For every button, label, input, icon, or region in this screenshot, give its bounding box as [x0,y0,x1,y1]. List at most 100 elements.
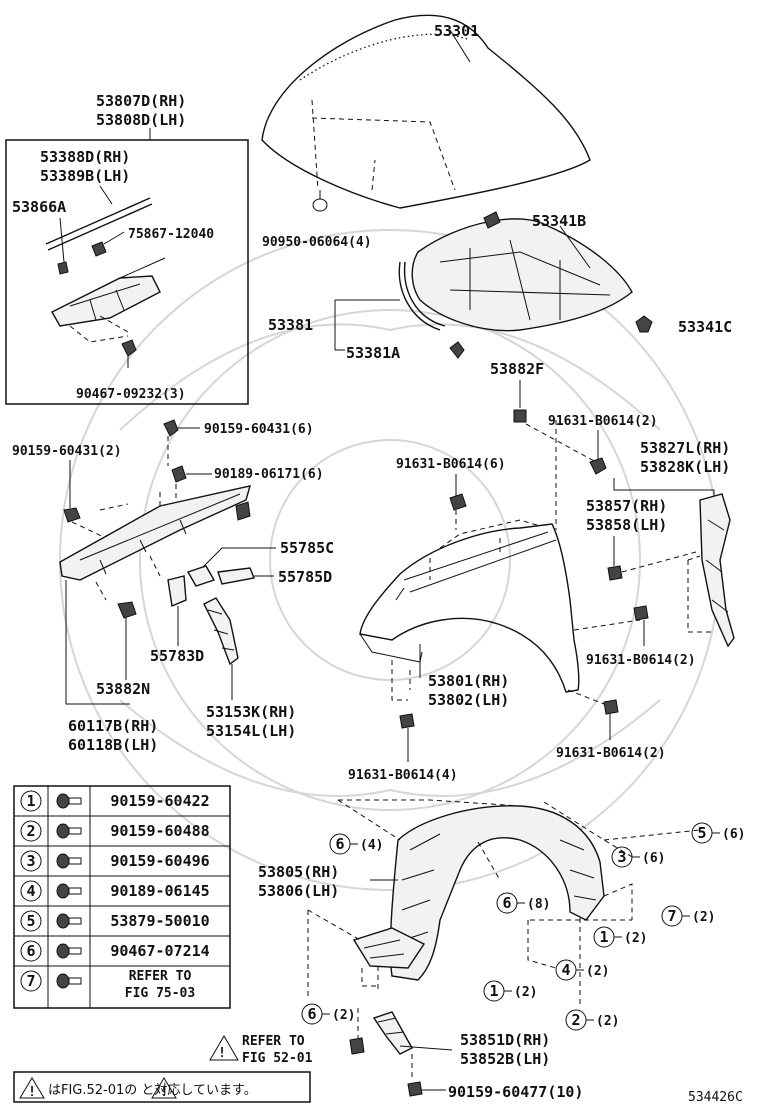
bracket2-rh-label: 53857(RH) [586,497,667,515]
callout-fastener-6: 6 (4) [329,833,383,855]
fastener-icon [56,943,82,959]
callout-qty: (4) [360,838,383,853]
panel-rh-label: 60117B(RH) [68,717,158,735]
callout-number: 2 [571,1011,580,1029]
callout-number: 3 [617,848,626,866]
insulator-label: 53341B [532,212,586,230]
part-55785d-label: 55785D [278,568,332,586]
splash-lh-label: 53852B(LH) [460,1050,550,1068]
callout-fastener-4: 4 (2) [555,959,609,981]
hinge-clip-label: 75867-12040 [128,227,214,242]
callout-number: 4 [561,961,570,979]
callout-number: 6 [335,835,344,853]
part-55785c[interactable] [186,565,216,587]
callout-fastener-1: 1(2) [483,980,537,1002]
bolt-90159-60431-2[interactable] [63,507,81,523]
fastener-legend-table [13,785,231,1009]
hood-support-rod[interactable] [398,261,465,359]
callout-qty: (6) [722,827,745,842]
splash-rh-label: 53851D(RH) [460,1031,550,1049]
hood-insulator-part[interactable] [411,211,633,332]
legend-number: 2 [26,822,35,840]
hood-hinge-part[interactable] [51,257,166,327]
part-55785d[interactable] [217,567,255,585]
note-box: ! ! [13,1071,311,1103]
hinge-clip[interactable] [91,241,107,257]
svg-text:!: ! [28,1085,36,1100]
callout-qty: (2) [596,1014,619,1029]
callout-number: 5 [697,824,706,842]
insulator-clip[interactable] [635,315,653,333]
rod-label: 53381 [268,316,313,334]
fender-bracket-part[interactable] [699,493,735,648]
bolt-90159-60431-6[interactable] [163,419,179,437]
callout-qty: (6) [642,851,665,866]
legend-number-circle [20,880,42,902]
callout-fastener-2: 2 (2) [565,1009,619,1031]
callout-qty: (2) [624,931,647,946]
legend-refer-line2: FIG 75-03 [125,986,195,1001]
fender-rh-label: 53801(RH) [428,672,509,690]
panel-lh-label: 60118B(LH) [68,736,158,754]
fastener-icon [56,883,82,899]
part-53882f-label: 53882F [490,360,544,378]
callout-fastener-5: 5 (6) [691,822,745,844]
bracket2-clip[interactable] [607,565,623,581]
bolt-91631-mid[interactable] [633,605,649,621]
bolt-91631-4[interactable] [399,713,415,729]
watermark-emblem [59,229,721,891]
seal2-lh-label: 53154L(LH) [206,722,296,740]
front-fender-part[interactable] [359,519,580,693]
bracket-rh-label: 53827L(RH) [640,439,730,457]
bolt-60431-6-label: 90159-60431(6) [204,422,314,437]
bolt-91631-top-label: 91631-B0614(2) [548,414,658,429]
bolt-60477-label: 90159-60477(10) [448,1083,583,1101]
fender-seal-53153k[interactable] [203,597,239,666]
caution-triangle-glyph: ! [218,1046,226,1061]
fender-lh-label: 53802(LH) [428,691,509,709]
rod-clip-label: 53381A [346,344,400,362]
part-53882f[interactable] [513,409,527,423]
bolt-91631-mid-label: 91631-B0614(2) [586,653,696,668]
part-55785c-label: 55785C [280,539,334,557]
hood-part[interactable] [261,14,591,212]
legend-part-number: 90467-07214 [110,942,209,960]
legend-refer-line1: REFER TO [129,969,192,984]
refer-line1: REFER TO [242,1034,305,1049]
callout-qty: (2) [586,964,609,979]
legend-number: 7 [26,972,35,990]
part-55783d[interactable] [167,575,187,607]
refer-line2: FIG 52-01 [242,1051,313,1066]
bolt-91631-top[interactable] [589,457,607,475]
clip-90189-06171[interactable] [171,465,187,483]
bracket2-lh-label: 53858(LH) [586,516,667,534]
part-53882n[interactable] [117,601,137,619]
seal-clip-label: 53866A [12,198,66,216]
splash-shield-part[interactable] [372,1011,413,1055]
bolt-91631-bot[interactable] [603,699,619,715]
legend-number-circle [20,910,42,932]
bolt-91631-6[interactable] [449,493,467,511]
legend-part-number: 53879-50010 [110,912,209,930]
bolt-90159-60477[interactable] [407,1081,423,1097]
legend-number: 3 [26,852,35,870]
splash-refer-bolt[interactable] [349,1037,365,1055]
insulator-clip-label: 53341C [678,318,732,336]
callout-number: 1 [489,982,498,1000]
hinge-rh-label: 53807D(RH) [96,92,186,110]
hinge-inset-box [5,139,249,405]
hinge-bolt[interactable] [121,339,137,368]
hinge-seal-strip[interactable] [45,185,153,251]
fastener-icon [56,853,82,869]
legend-number-circle [20,970,42,992]
callout-group: 6(4)5(6)3(6)6(8)7(2)1(2)4(2)1(2)2(2)6(2) [301,822,745,1031]
legend-number: 6 [26,942,35,960]
callout-qty: (2) [332,1008,355,1023]
fastener-icon [56,973,82,989]
fender-top-molding[interactable] [59,485,251,581]
svg-text:!: ! [160,1085,168,1100]
